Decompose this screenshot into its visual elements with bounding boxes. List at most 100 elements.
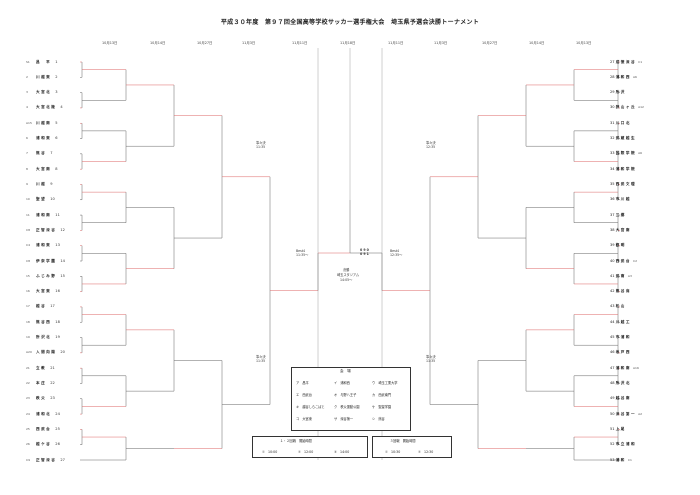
venue-name: 与野八王子 — [340, 393, 357, 397]
team-seed: 21 — [26, 365, 30, 370]
venue-name: 越谷しらこばと — [302, 405, 325, 409]
team-number: 1 — [55, 59, 58, 64]
team-name: 川越工 — [615, 319, 631, 324]
venue-name: 西武南門 — [378, 393, 392, 397]
team-seed: A12 — [638, 105, 644, 110]
team-name: 松山 — [615, 304, 626, 309]
team-seed: 24 — [26, 411, 30, 416]
team-name: 武南 — [615, 273, 626, 278]
final-score: 0 9 0 0 9 1 — [360, 248, 369, 256]
team-number: 35 — [610, 181, 616, 186]
venue-key: サ — [334, 417, 341, 421]
team-number: 8 — [55, 166, 58, 171]
team-number: 40 — [610, 258, 616, 263]
qf-label-left-top: 準々決 11:35 — [256, 141, 266, 149]
team-seed: 16 — [26, 289, 30, 294]
team-name: 三郷 — [615, 212, 626, 217]
round-date: 11月11日 — [388, 41, 404, 45]
team-seed: A16 — [633, 365, 639, 370]
venue-item: オ 与野八王子 — [334, 392, 356, 397]
right-team-row: 35 西武文理 — [610, 182, 638, 187]
team-number: 17 — [50, 304, 55, 309]
venue-item: ク 秩父運動公園 — [334, 404, 360, 409]
team-name: 所沢北 — [36, 335, 52, 340]
team-number: 26 — [55, 442, 60, 447]
team-number: 32 — [610, 136, 616, 141]
right-team-row: 44 川越工 — [610, 320, 633, 325]
team-seed: A6 — [638, 151, 643, 156]
schedule-left-2: ② 12:00 — [298, 450, 314, 454]
team-seed: C9 — [26, 457, 31, 462]
team-name: 浦和南 — [36, 212, 52, 217]
round-date: 11月18日 — [340, 41, 356, 45]
right-team-row: 34 浦和学院 — [610, 167, 638, 172]
venue-key: オ — [334, 393, 341, 397]
right-team-row: 31 川口北 — [610, 121, 633, 126]
team-number: 14 — [60, 258, 65, 263]
team-name: 所沢 — [615, 90, 626, 95]
team-number: 49 — [610, 396, 616, 401]
venue-key: イ — [334, 381, 341, 385]
team-number: 34 — [610, 166, 616, 171]
right-team-row: 36 市川越 — [610, 197, 633, 202]
team-seed: C8 — [26, 227, 31, 232]
right-team-row: 32 武蔵越生 — [610, 136, 638, 141]
venue-name: 大宮東 — [302, 417, 312, 421]
right-team-row: 43 松山 — [610, 304, 628, 309]
team-seed: C4 — [26, 243, 31, 248]
round-date: 10月14日 — [529, 41, 545, 45]
right-team-row: 45 市浦和 — [610, 335, 633, 340]
team-name: 市浦和 — [615, 335, 631, 340]
team-seed: 15 — [26, 273, 30, 278]
schedule-box-left — [252, 436, 368, 458]
team-name: 川口北 — [615, 120, 631, 125]
team-name: 所沢北 — [615, 380, 631, 385]
team-name: 大宮北陵 — [36, 105, 57, 110]
team-name: 浦和東 — [36, 243, 52, 248]
venue-name: 西武台 — [302, 393, 312, 397]
venue-heading: 会 場 — [340, 369, 351, 373]
team-name: 入間向陽 — [36, 350, 57, 355]
qf-label-left-bottom: 準々決 11:35 — [256, 355, 266, 363]
team-name: 正智深谷 — [36, 457, 57, 462]
team-number: 38 — [610, 227, 616, 232]
team-number: 4 — [60, 105, 63, 110]
team-seed: 10 — [26, 197, 30, 202]
team-name: 大宮東 — [36, 289, 52, 294]
schedule-left-3: ③ 14:00 — [334, 450, 350, 454]
team-name: 秩父 — [36, 396, 47, 401]
venue-item: カ 西武南門 — [372, 392, 391, 397]
schedule-left-1: ① 10:00 — [262, 450, 278, 454]
schedule-left-heading: １・２回戦 開始時間 — [280, 439, 312, 443]
team-name: 狭山ヶ丘 — [615, 105, 637, 110]
team-seed: C8 — [26, 258, 31, 263]
venue-item: イ 浦和西 — [334, 380, 350, 385]
semi-left-label: Best4 11:35〜 — [296, 249, 309, 257]
team-number: 18 — [55, 319, 60, 324]
team-number: 42 — [610, 289, 616, 294]
team-number: 23 — [50, 396, 55, 401]
team-name: 川越 — [36, 181, 47, 186]
team-seed: 22 — [26, 380, 30, 385]
team-number: 27 — [610, 59, 616, 64]
team-number: 39 — [610, 243, 616, 248]
team-number: 13 — [55, 243, 60, 248]
team-name: 国際学院 — [615, 151, 637, 156]
team-name: 深谷第一 — [615, 411, 637, 416]
team-seed: 7 — [26, 151, 28, 156]
